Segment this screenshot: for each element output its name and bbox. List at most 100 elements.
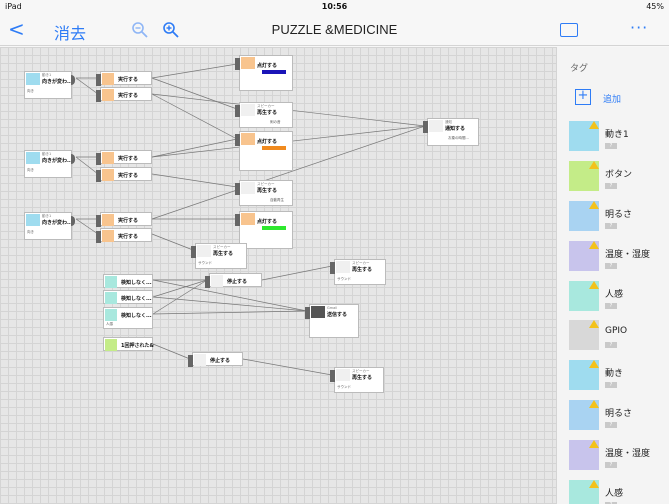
speaker-node[interactable]: スピーカー 再生する 自動再生 (235, 180, 293, 206)
run-node[interactable]: 実行する (96, 150, 152, 165)
speaker-node[interactable]: スピーカー 再生する サウンド (330, 367, 384, 393)
speaker-icon (241, 182, 255, 194)
motion-trigger-node-1[interactable]: 動き1 向きが変わ... 向き (24, 71, 75, 99)
tag-tile[interactable]: 動き? (569, 360, 669, 392)
run-node[interactable]: 実行する (96, 167, 152, 182)
led-node-green[interactable]: 点灯する (235, 211, 293, 249)
human-sensor-node[interactable]: 検知しなく... (103, 274, 153, 288)
flow-canvas[interactable]: 動き1 向きが変わ... 向き 実行する 実行する 点灯する スピーカー 再生す… (0, 47, 556, 504)
led-icon (241, 133, 255, 145)
run-node[interactable]: 実行する (96, 87, 152, 102)
zoom-out-icon[interactable] (131, 21, 149, 39)
sidebar-heading: タグ (570, 64, 589, 74)
output-port[interactable] (71, 154, 75, 164)
motion-trigger-node-2[interactable]: 動き1 向きが変わ... 向き (24, 150, 75, 178)
input-port[interactable] (235, 183, 240, 195)
input-port[interactable] (205, 276, 210, 288)
back-button[interactable]: < (8, 17, 25, 41)
run-node[interactable]: 実行する (96, 71, 152, 86)
input-port[interactable] (235, 134, 240, 146)
tag-tile[interactable]: GPIO? (569, 320, 669, 352)
input-port[interactable] (235, 214, 240, 226)
move-icon (26, 73, 40, 85)
input-port[interactable] (305, 307, 310, 319)
input-port[interactable] (96, 231, 101, 243)
tag-tile[interactable]: 明るさ? (569, 201, 669, 233)
run-node[interactable]: 実行する (96, 228, 152, 243)
tag-tile[interactable]: 人感? (569, 281, 669, 313)
plus-icon: + (575, 89, 591, 105)
human-sensor-node[interactable]: 検知しなく... (103, 290, 153, 304)
input-port[interactable] (191, 246, 196, 258)
tag-count: ? (605, 183, 617, 189)
warning-icon (589, 480, 599, 488)
tag-tile[interactable]: ボタン? (569, 161, 669, 193)
run-icon (102, 169, 114, 181)
warning-icon (589, 320, 599, 328)
warning-icon (589, 440, 599, 448)
motion-sensor-icon (105, 292, 117, 304)
input-port[interactable] (96, 170, 101, 182)
tag-tile[interactable]: 人感? (569, 480, 669, 504)
status-bar: iPad 10:56 45% (0, 0, 669, 14)
led-node-orange[interactable]: 点灯する (235, 131, 293, 171)
motion-sensor-icon (105, 276, 117, 288)
run-node[interactable]: 実行する (96, 212, 152, 227)
input-port[interactable] (96, 74, 101, 86)
speaker-icon (241, 104, 255, 116)
speaker-node[interactable]: スピーカー 再生する 剣の音 (235, 102, 293, 128)
tag-sidebar: タグ + 追加 動き1?ボタン?明るさ?温度・湿度?人感?GPIO?動き?明るさ… (556, 47, 669, 504)
tag-count: ? (605, 143, 617, 149)
tag-name: 動き (605, 369, 624, 379)
led-color-swatch (262, 70, 286, 74)
panel-toggle-icon[interactable] (560, 23, 578, 37)
input-port[interactable] (330, 262, 335, 274)
input-port[interactable] (188, 355, 193, 367)
zoom-in-icon[interactable] (162, 21, 180, 39)
button-trigger-node[interactable]: 1回押された& (103, 337, 154, 351)
led-color-swatch (262, 226, 286, 230)
output-port[interactable] (71, 216, 75, 226)
run-icon (102, 230, 114, 242)
run-icon (102, 214, 114, 226)
tag-name: 温度・湿度 (605, 449, 651, 459)
tag-count: ? (605, 382, 617, 388)
speaker-icon (211, 275, 223, 287)
speaker-stop-node[interactable]: 停止する (188, 352, 243, 367)
input-port[interactable] (96, 153, 101, 165)
speaker-node[interactable]: スピーカー 再生する サウンド (191, 243, 247, 269)
tag-tile[interactable]: 温度・湿度? (569, 241, 669, 273)
led-node-blue[interactable]: 点灯する (235, 55, 293, 91)
input-port[interactable] (235, 105, 240, 117)
tag-tile[interactable]: 温度・湿度? (569, 440, 669, 472)
warning-icon (589, 241, 599, 249)
erase-button[interactable]: 消去 (54, 24, 87, 43)
warning-icon (589, 281, 599, 289)
notify-node[interactable]: 通知 通知する お薬の時間... (423, 118, 479, 146)
speaker-stop-node[interactable]: 停止する (205, 273, 262, 288)
move-icon (26, 152, 40, 164)
tag-name: 人感 (605, 290, 624, 300)
bell-icon (429, 120, 443, 132)
gmail-node[interactable]: Gmail 送信する (305, 304, 359, 338)
warning-icon (589, 400, 599, 408)
input-port[interactable] (235, 58, 240, 70)
motion-trigger-node-3[interactable]: 動き1 向きが変わ... 向き (24, 212, 75, 240)
more-button[interactable]: ··· (630, 18, 649, 37)
tag-tile[interactable]: 動き1? (569, 121, 669, 153)
speaker-node[interactable]: スピーカー 再生する サウンド (330, 259, 386, 285)
run-icon (102, 152, 114, 164)
input-port[interactable] (423, 121, 428, 133)
human-sensor-node[interactable]: 検知しなく... 人感 (103, 307, 153, 329)
button-icon (105, 339, 117, 351)
input-port[interactable] (96, 90, 101, 102)
tag-name: 温度・湿度 (605, 250, 651, 260)
tag-tile[interactable]: 明るさ? (569, 400, 669, 432)
tag-name: 明るさ (605, 210, 633, 220)
motion-sensor-icon (105, 309, 117, 321)
battery-level: 45% (646, 2, 664, 11)
input-port[interactable] (330, 370, 335, 382)
input-port[interactable] (96, 215, 101, 227)
clock: 10:56 (321, 2, 348, 11)
output-port[interactable] (71, 75, 75, 85)
